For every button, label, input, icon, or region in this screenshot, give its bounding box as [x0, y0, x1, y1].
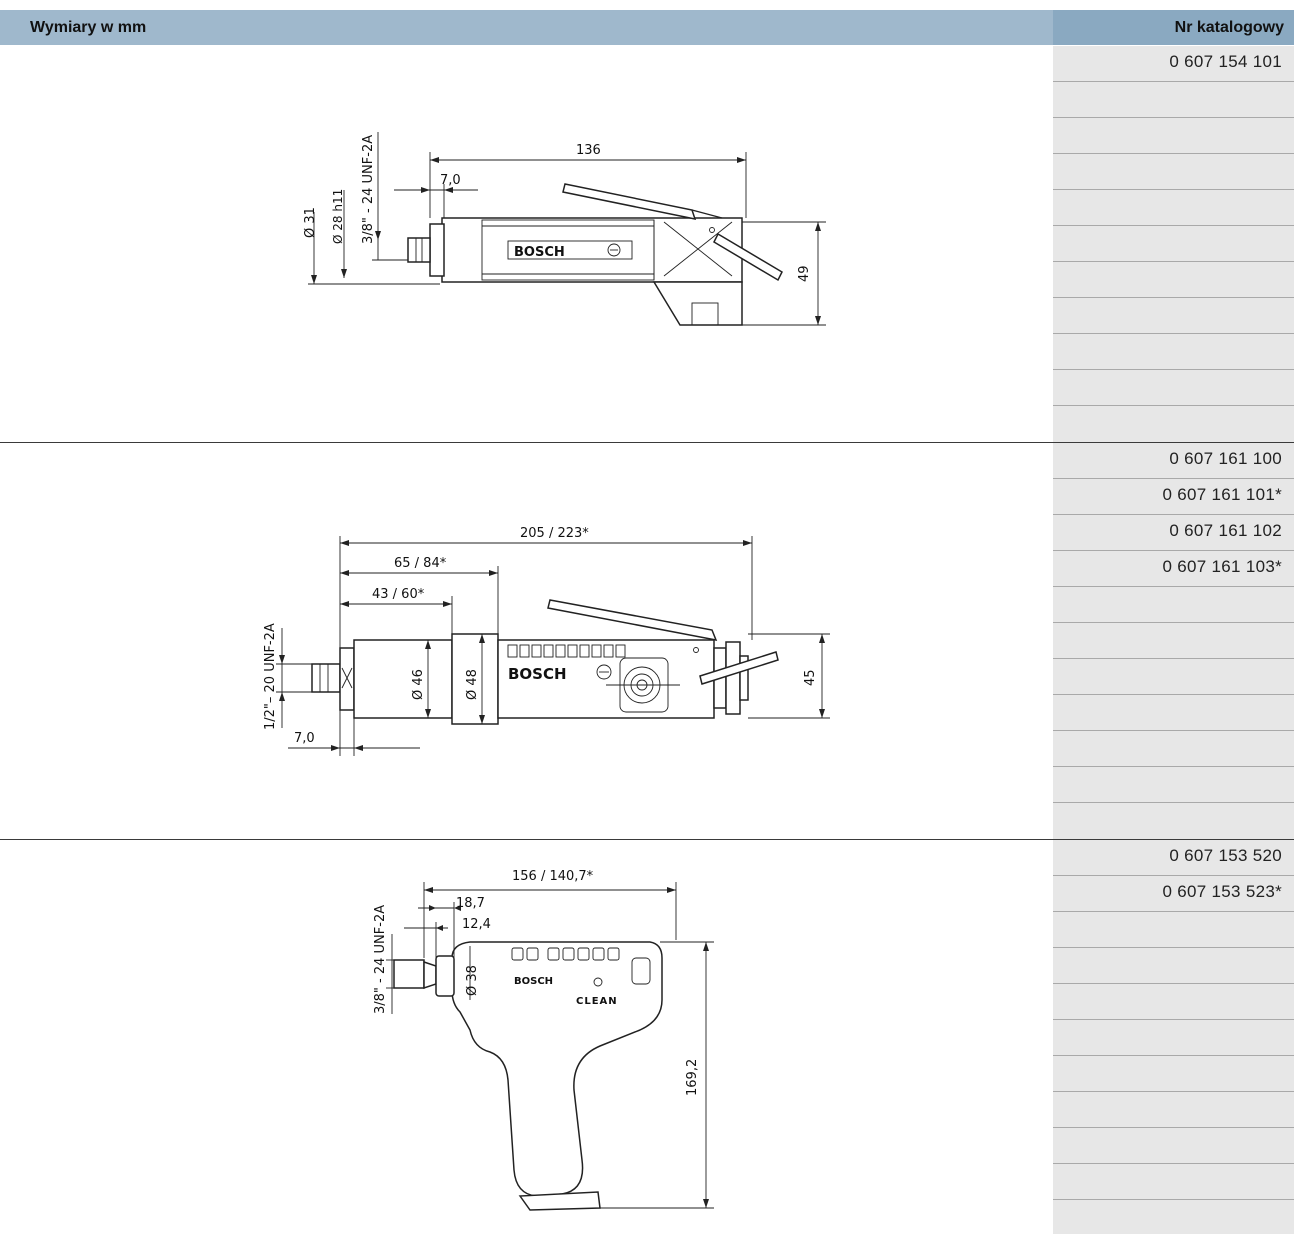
catalog-number: 0 607 154 101 [1053, 46, 1294, 82]
catalog-column-section-3: 0 607 153 520 0 607 153 523* [1053, 840, 1294, 1234]
dim-offset: 7,0 [294, 731, 315, 746]
brand-label: BOSCH [514, 976, 553, 987]
catalog-empty-row [1053, 82, 1294, 118]
catalog-empty-row [1053, 154, 1294, 190]
clean-label: CLEAN [576, 996, 618, 1007]
catalog-empty-row [1053, 1200, 1294, 1236]
dim-height: 169,2 [685, 1059, 700, 1096]
catalog-empty-row [1053, 948, 1294, 984]
catalog-number: 0 607 161 100 [1053, 443, 1294, 479]
catalog-empty-row [1053, 659, 1294, 695]
dim-dia-b: Ø 48 [465, 669, 480, 700]
pistol-housing [451, 941, 663, 1197]
catalog-number: 0 607 161 102 [1053, 515, 1294, 551]
dim-dia-inner: Ø 28 h11 [331, 189, 345, 244]
dim-length: 156 / 140,7* [512, 869, 594, 884]
catalog-empty-row [1053, 262, 1294, 298]
dim-thread: 1/2"– 20 UNF-2A [263, 623, 278, 730]
catalog-empty-row [1053, 731, 1294, 767]
catalog-empty-row [1053, 118, 1294, 154]
catalog-empty-row [1053, 190, 1294, 226]
dim-length-mid: 65 / 84* [394, 556, 447, 571]
brand-label: BOSCH [514, 245, 565, 260]
tool-drawing-2: BOSCH 205 / 223* 65 / 84* 43 / 60* 7,0 1… [263, 526, 830, 756]
dim-offset-b: 12,4 [462, 917, 491, 932]
catalog-empty-row [1053, 984, 1294, 1020]
vent-slots [507, 644, 626, 658]
catalog-empty-row [1053, 1020, 1294, 1056]
section-divider [0, 442, 1294, 443]
clutch-housing [353, 639, 453, 719]
dim-length-short: 43 / 60* [372, 587, 425, 602]
section-divider [0, 839, 1294, 840]
grip-base [518, 1191, 601, 1211]
catalog-empty-row [1053, 1128, 1294, 1164]
air-hose [699, 651, 779, 685]
tool-drawing-1: BOSCH 136 7,0 49 Ø 31 Ø 28 h11 3/8" - 24… [303, 132, 826, 326]
catalog-number: 0 607 153 520 [1053, 840, 1294, 876]
chuck-collar [429, 223, 445, 277]
catalog-empty-row [1053, 406, 1294, 442]
bit-holder [393, 959, 425, 989]
dim-thread: 3/8" - 24 UNF-2A [361, 135, 376, 244]
brand-label: BOSCH [508, 665, 567, 683]
catalog-empty-row [1053, 587, 1294, 623]
catalog-column-section-2: 0 607 161 100 0 607 161 101* 0 607 161 1… [1053, 443, 1294, 839]
dim-length: 136 [576, 143, 601, 158]
dim-thread: 3/8" - 24 UNF-2A [373, 905, 388, 1014]
catalog-empty-row [1053, 370, 1294, 406]
catalog-column-header: Nr katalogowy [1053, 10, 1294, 45]
dim-height: 45 [803, 669, 818, 686]
catalog-column-section-1: 0 607 154 101 [1053, 46, 1294, 442]
dim-dia-outer: Ø 31 [303, 207, 318, 238]
bit-holder [311, 663, 341, 693]
catalog-empty-row [1053, 298, 1294, 334]
brand-plate [507, 240, 633, 260]
catalog-number: 0 607 161 101* [1053, 479, 1294, 515]
dim-length: 205 / 223* [520, 526, 589, 541]
tool-body [441, 217, 743, 283]
catalog-column-title: Nr katalogowy [1174, 19, 1284, 36]
throttle-lever [562, 183, 697, 220]
dim-offset: 7,0 [440, 173, 461, 188]
catalog-empty-row [1053, 226, 1294, 262]
dim-dia: Ø 38 [465, 965, 480, 996]
dim-offset-a: 18,7 [456, 896, 485, 911]
clutch-ring [451, 633, 499, 725]
catalog-empty-row [1053, 1092, 1294, 1128]
table-header: Wymiary w mm Nr katalogowy [0, 10, 1294, 45]
catalog-empty-row [1053, 1056, 1294, 1092]
vent-slots [511, 947, 620, 961]
dimensions-column-header: Wymiary w mm [30, 19, 147, 36]
throttle-lever [547, 599, 718, 641]
catalog-empty-row [1053, 803, 1294, 839]
catalog-number: 0 607 153 523* [1053, 876, 1294, 912]
catalog-empty-row [1053, 695, 1294, 731]
tool-drawing-3: BOSCH CLEAN 156 / 140,7* 18,7 12,4 3/8" … [373, 869, 714, 1211]
catalog-empty-row [1053, 1164, 1294, 1200]
catalog-empty-row [1053, 767, 1294, 803]
catalog-empty-row [1053, 912, 1294, 948]
tool-foot [652, 281, 743, 326]
air-hose [713, 232, 783, 282]
catalog-empty-row [1053, 623, 1294, 659]
catalog-number: 0 607 161 103* [1053, 551, 1294, 587]
dim-height: 49 [797, 265, 812, 282]
bit-holder [407, 237, 431, 263]
catalog-empty-row [1053, 334, 1294, 370]
dim-dia-a: Ø 46 [411, 669, 426, 700]
